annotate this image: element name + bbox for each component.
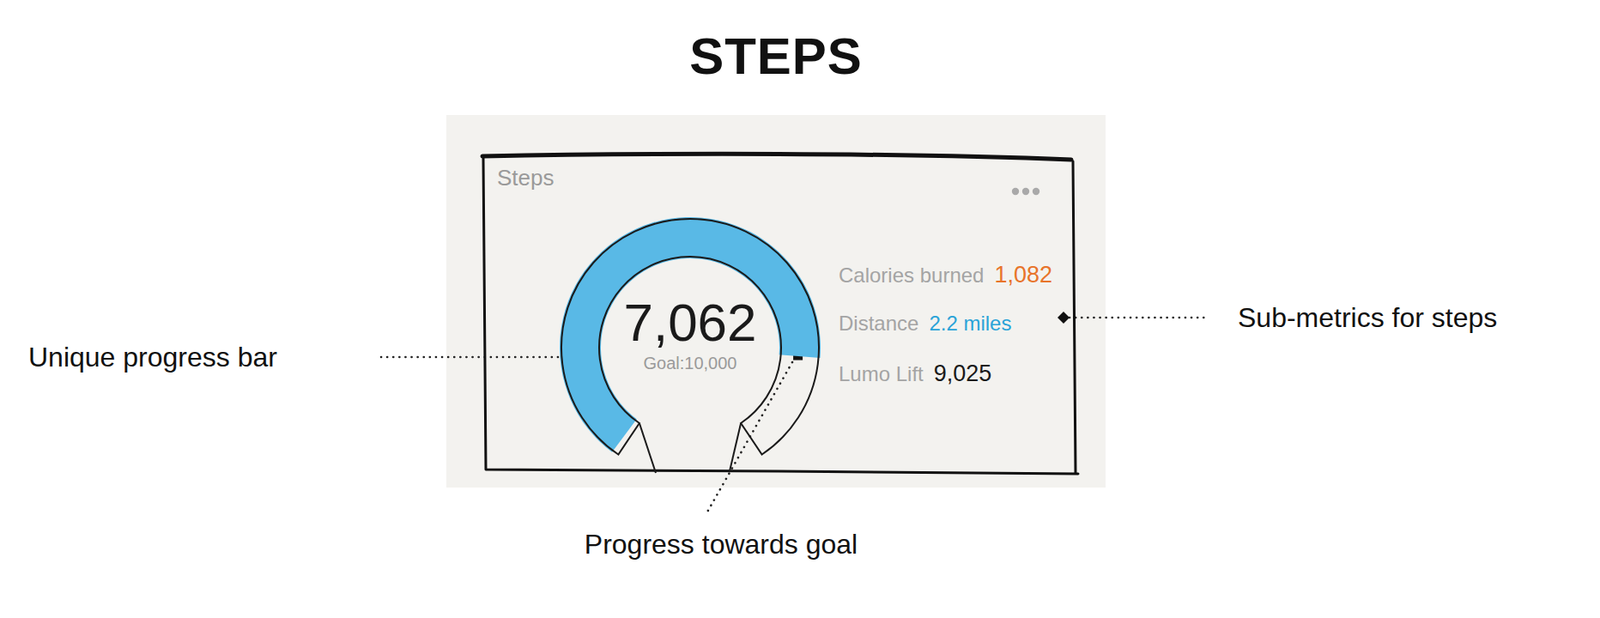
callout-label: Unique progress bar xyxy=(28,341,278,374)
progress-gauge: 7,062Goal:10,000 xyxy=(561,218,819,477)
title: STEPS xyxy=(689,26,863,86)
leader-line xyxy=(705,362,793,516)
metric-name: Lumo Lift xyxy=(838,362,924,387)
step-count: 7,062 xyxy=(623,291,757,353)
metric-value: 1,082 xyxy=(993,261,1053,289)
card-ground xyxy=(446,115,1106,488)
card-heading: Steps xyxy=(496,165,555,192)
frame-sides xyxy=(483,156,1079,474)
callout-label: Progress towards goal xyxy=(584,528,858,561)
gauge-leg xyxy=(729,423,741,472)
menu-dot xyxy=(1032,187,1040,195)
frame-top xyxy=(482,153,1072,160)
menu-dot xyxy=(1012,187,1019,195)
gauge-outline xyxy=(561,218,819,455)
gauge-leg xyxy=(639,423,656,473)
metric-value: 9,025 xyxy=(933,360,993,388)
menu-dot xyxy=(1022,187,1030,195)
metric-name: Calories burned xyxy=(838,263,984,288)
callout-label: Sub-metrics for steps xyxy=(1237,302,1497,334)
goal-text: Goal:10,000 xyxy=(643,353,738,374)
progress-fill xyxy=(559,217,821,453)
leader-diamond xyxy=(1057,311,1070,324)
metric-value: 2.2 miles xyxy=(928,311,1012,336)
leader-line xyxy=(381,356,569,359)
leader-line xyxy=(1069,316,1210,320)
metric-name: Distance xyxy=(838,311,919,336)
